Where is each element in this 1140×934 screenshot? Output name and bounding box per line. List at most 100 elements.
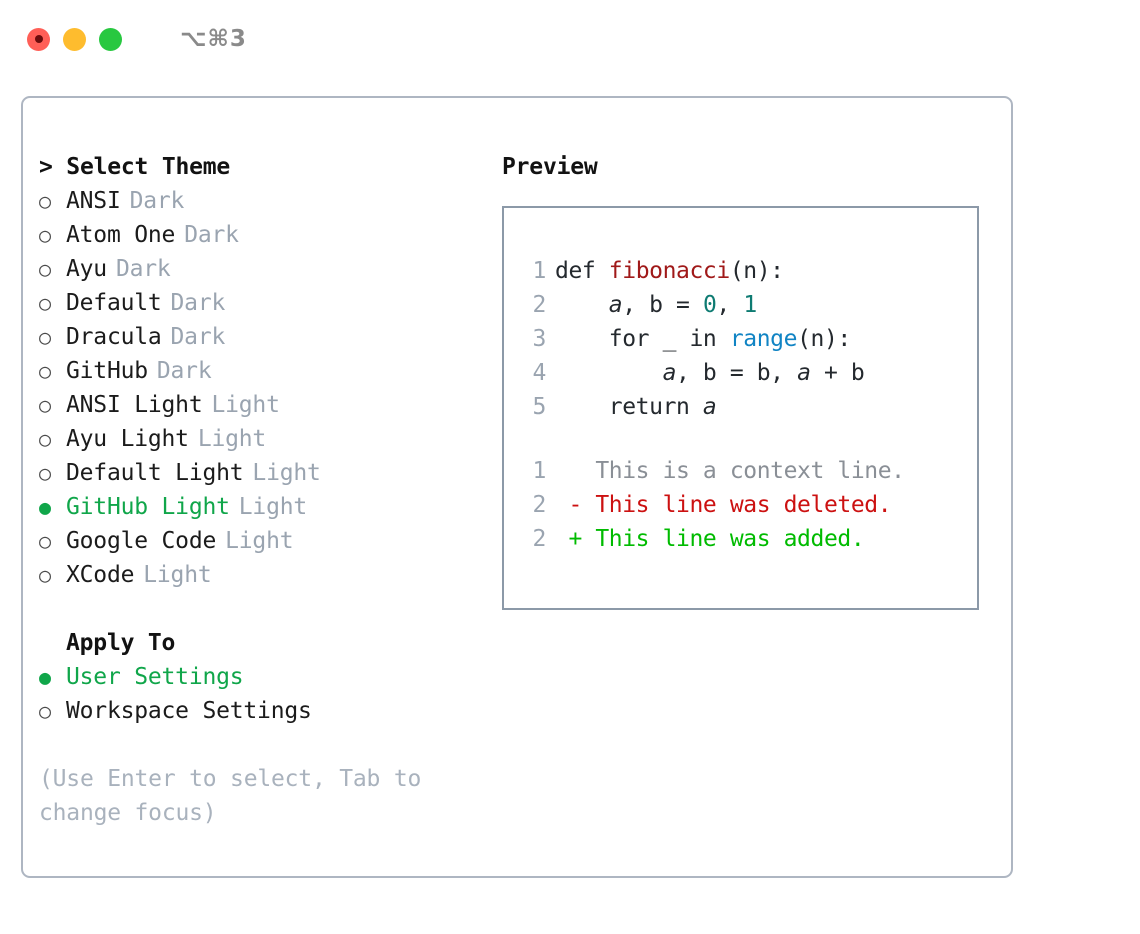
theme-option-ayu[interactable]: ○ Ayu Dark	[39, 252, 499, 286]
diff-line-text: This is a context line.	[595, 458, 905, 484]
code-token-var: a	[797, 360, 811, 386]
radio-unselected-icon: ○	[39, 393, 51, 417]
diff-line-number: 2	[532, 526, 547, 552]
code-line: 3 for _ in range(n):	[522, 322, 977, 356]
code-line-number: 4	[532, 360, 547, 386]
theme-option-variant: Light	[211, 392, 280, 418]
theme-option-variant: Dark	[184, 222, 239, 248]
code-line-number: 3	[532, 326, 547, 352]
radio-unselected-icon: ○	[39, 291, 51, 315]
code-token-plain: (n):	[797, 326, 851, 352]
window-controls	[27, 27, 122, 51]
apply-to-list: ● User Settings ○ Workspace Settings	[39, 660, 499, 728]
radio-unselected-icon: ○	[39, 461, 51, 485]
radio-unselected-icon: ○	[39, 325, 51, 349]
radio-unselected-icon: ○	[39, 189, 51, 213]
radio-unselected-icon: ○	[39, 223, 51, 247]
radio-unselected-icon: ○	[39, 699, 51, 723]
maximize-button[interactable]	[99, 27, 122, 51]
theme-option-variant: Dark	[115, 256, 171, 282]
code-token-plain: (n):	[729, 258, 784, 284]
code-token-plain: def	[555, 258, 609, 284]
apply-to-option-label: User Settings	[66, 664, 244, 690]
code-token-plain	[555, 288, 609, 322]
code-token-num: 0	[702, 292, 717, 318]
theme-option-ansi-light[interactable]: ○ ANSI Light Light	[39, 388, 499, 422]
code-token-var: a	[662, 360, 677, 386]
diff-sign: +	[555, 526, 596, 552]
theme-option-variant: Light	[143, 562, 212, 588]
radio-selected-icon: ●	[39, 665, 51, 689]
close-button[interactable]	[27, 27, 50, 51]
diff-line-context: 1 This is a context line.	[522, 454, 977, 488]
theme-option-label: Atom One	[66, 222, 176, 248]
keyboard-hint-text: (Use Enter to select, Tab to change focu…	[39, 766, 422, 826]
radio-unselected-icon: ○	[39, 359, 51, 383]
apply-to-option-workspace-settings[interactable]: ○ Workspace Settings	[39, 694, 499, 728]
theme-option-label: Default Light	[66, 460, 244, 486]
code-line-number: 2	[532, 292, 547, 318]
code-line-number: 5	[532, 394, 547, 420]
radio-unselected-icon: ○	[39, 529, 51, 553]
theme-option-variant: Dark	[170, 290, 226, 316]
minimize-button[interactable]	[63, 27, 86, 51]
theme-option-google-code[interactable]: ○ Google Code Light	[39, 524, 499, 558]
diff-line-number: 1	[532, 458, 547, 484]
theme-option-variant: Light	[197, 426, 267, 452]
code-line-number: 1	[532, 258, 547, 284]
theme-option-label: Ayu	[66, 256, 107, 282]
code-token-plain: for _ in	[555, 326, 730, 352]
apply-to-heading: Apply To	[66, 630, 176, 656]
code-token-plain: ,	[622, 292, 650, 318]
apply-to-option-user-settings[interactable]: ● User Settings	[39, 660, 499, 694]
theme-option-variant: Dark	[170, 324, 226, 350]
theme-option-variant: Dark	[156, 358, 212, 384]
code-token-plain: b	[649, 292, 663, 318]
code-token-num: 1	[743, 292, 757, 318]
diff-line-text: This line was added.	[595, 526, 865, 552]
theme-option-label: Google Code	[66, 528, 217, 554]
code-line: 5 return a	[522, 390, 977, 424]
code-token-plain: =	[662, 292, 703, 318]
list-spacer	[39, 592, 499, 626]
theme-option-dracula[interactable]: ○ Dracula Dark	[39, 320, 499, 354]
diff-line-added: 2 + This line was added.	[522, 522, 977, 556]
keyboard-shortcut-label: ⌥⌘3	[180, 25, 247, 52]
diff-sample: 1 This is a context line. 2 - This line w…	[522, 454, 977, 556]
diff-sign: -	[555, 492, 596, 518]
radio-unselected-icon: ○	[39, 257, 51, 281]
code-line: 4 a, b = b, a + b	[522, 356, 977, 390]
theme-option-label: ANSI Light	[66, 392, 203, 418]
theme-option-label: Ayu Light	[66, 426, 189, 452]
theme-option-default-light[interactable]: ○ Default Light Light	[39, 456, 499, 490]
code-line: 2 a, b = 0, 1	[522, 288, 977, 322]
diff-line-number: 2	[532, 492, 547, 518]
theme-option-label: XCode	[66, 562, 135, 588]
theme-option-variant: Light	[225, 528, 294, 554]
theme-option-label: GitHub	[66, 358, 148, 384]
theme-option-github[interactable]: ○ GitHub Dark	[39, 354, 499, 388]
theme-option-atom-one[interactable]: ○ Atom One Dark	[39, 218, 499, 252]
code-diff-separator	[522, 424, 977, 454]
code-token-plain: + b	[810, 360, 865, 386]
code-token-var: a	[608, 292, 623, 318]
code-token-plain: , b = b,	[676, 360, 798, 386]
theme-option-variant: Light	[252, 460, 321, 486]
code-token-plain: return	[555, 394, 703, 420]
code-token-plain	[555, 356, 663, 390]
theme-option-variant: Light	[238, 494, 308, 520]
code-token-var: a	[702, 394, 717, 420]
apply-to-option-label: Workspace Settings	[66, 698, 312, 724]
code-token-call: range	[729, 326, 798, 352]
theme-option-label: Dracula	[66, 324, 162, 350]
